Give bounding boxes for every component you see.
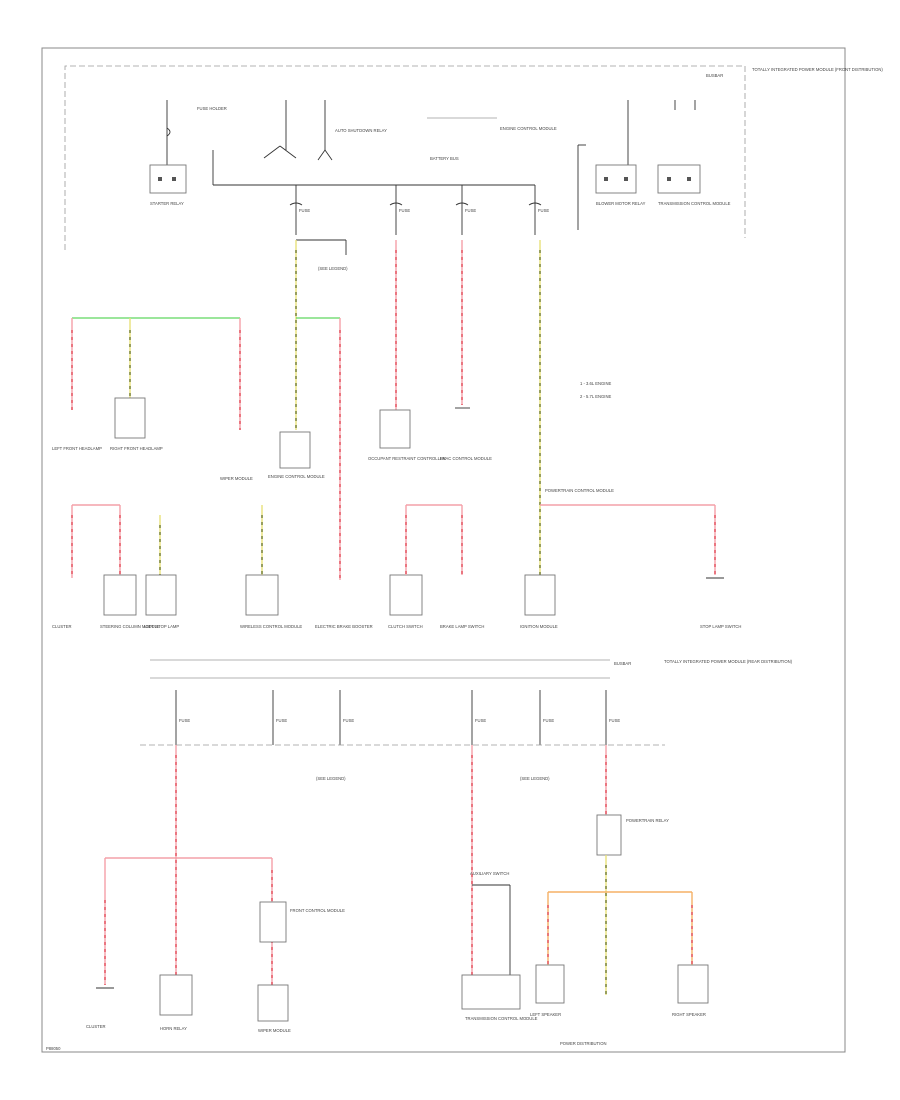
row-label-k5: ELECTRIC BRAKE BOOSTER (315, 624, 373, 629)
fuse-holder-label: FUSE HOLDER (197, 106, 227, 111)
fuse-caption-3: FUSE (465, 208, 476, 213)
engine-control-top-label: ENGINE CONTROL MODULE (500, 126, 557, 131)
bottom-see-legend-1: (SEE LEGEND) (316, 776, 346, 781)
wiper-module-label: WIPER MODULE (220, 476, 253, 481)
fuse-caption-1: FUSE (299, 208, 310, 213)
top-see-legend-1: (SEE LEGEND) (318, 266, 348, 271)
row-label-k6: CLUTCH SWITCH (388, 624, 423, 629)
occupant-module-label: OCCUPANT RESTRAINT CONTROLLER (368, 456, 446, 461)
ignition-module-label: IGNITION MODULE (520, 624, 558, 629)
transmission-top-label: TRANSMISSION CONTROL MODULE (658, 201, 731, 206)
top-fuse-drops: FUSE FUSE FUSE FUSE (289, 185, 549, 235)
footer-code: P88050 (46, 1046, 61, 1051)
top-busbar-label: BUSBAR (706, 73, 723, 78)
bottom-transmission-label: TRANSMISSION CONTROL MODULE (465, 1016, 538, 1021)
legend-item-1: 1 - 3.6L ENGINE (580, 381, 611, 386)
top-module-outline (64, 65, 746, 250)
bottom-fuse-caption-1: FUSE (179, 718, 190, 723)
bottom-see-legend-2: (SEE LEGEND) (520, 776, 550, 781)
stop-lamp-switch-label: STOP LAMP SWITCH (700, 624, 741, 629)
auto-shutdown-label: AUTO SHUTDOWN RELAY (335, 128, 387, 133)
engine-module-label: ENGINE CONTROL MODULE (268, 474, 325, 479)
bottom-module-label: TOTALLY INTEGRATED POWER MODULE (REAR DI… (664, 659, 793, 664)
left-headlamp-label: LEFT FRONT HEADLAMP (52, 446, 102, 451)
right-headlamp-label: RIGHT FRONT HEADLAMP (110, 446, 163, 451)
bottom-fuse-caption-5: FUSE (543, 718, 554, 723)
fuse-caption-4: FUSE (538, 208, 549, 213)
bottom-fuse-drops: FUSE FUSE FUSE FUSE FUSE FUSE (175, 690, 620, 745)
starter-relay-label: STARTER RELAY (150, 201, 184, 206)
right-speaker-label: RIGHT SPEAKER (672, 1012, 706, 1017)
left-speaker-label: LEFT SPEAKER (530, 1012, 561, 1017)
climate-module-label: HVAC CONTROL MODULE (440, 456, 492, 461)
bottom-fuse-caption-2: FUSE (276, 718, 287, 723)
row-label-k3: LEFT STOP LAMP (144, 624, 179, 629)
fuse-holder-group: FUSE HOLDER (197, 106, 535, 186)
bottom-fuse-caption-4: FUSE (475, 718, 486, 723)
bottom-cluster-label: CLUSTER (86, 1024, 106, 1029)
ground-label: POWER DISTRIBUTION (560, 1041, 607, 1046)
bottom-busbar-label: BUSBAR (614, 661, 631, 666)
battery-bus-label: BATTERY BUS (430, 156, 459, 161)
row-label-k2: STEERING COLUMN MODULE (100, 624, 160, 629)
blower-relay-label: BLOWER MOTOR RELAY (596, 201, 646, 206)
mid-row-modules: CLUSTER STEERING COLUMN MODULE LEFT STOP… (52, 504, 484, 629)
front-control-label: FRONT CONTROL MODULE (290, 908, 345, 913)
legend-item-2: 2 - 5.7L ENGINE (580, 394, 611, 399)
bottom-horn-label: HORN RELAY (160, 1026, 187, 1031)
row-label-k1: CLUSTER (52, 624, 72, 629)
switch-pair: AUTO SHUTDOWN RELAY (263, 100, 387, 161)
top-right-relays: BLOWER MOTOR RELAY TRANSMISSION CONTROL … (577, 100, 731, 230)
starter-relay: STARTER RELAY (149, 100, 187, 206)
bottom-fuse-caption-6: FUSE (609, 718, 620, 723)
row-label-k7: BRAKE LAMP SWITCH (440, 624, 484, 629)
top-module-label: TOTALLY INTEGRATED POWER MODULE (FRONT D… (752, 67, 883, 72)
row-label-k4: WIRELESS CONTROL MODULE (240, 624, 302, 629)
bottom-powertrain-label: POWERTRAIN RELAY (626, 818, 669, 823)
powertrain-label: POWERTRAIN CONTROL MODULE (545, 488, 614, 493)
bottom-wiper-label: WIPER MODULE (258, 1028, 291, 1033)
bottom-fuse-caption-3: FUSE (343, 718, 354, 723)
fuse-caption-2: FUSE (399, 208, 410, 213)
aux-switch-label: AUXILIARY SWITCH (470, 871, 509, 876)
diagram-frame (41, 47, 846, 1053)
